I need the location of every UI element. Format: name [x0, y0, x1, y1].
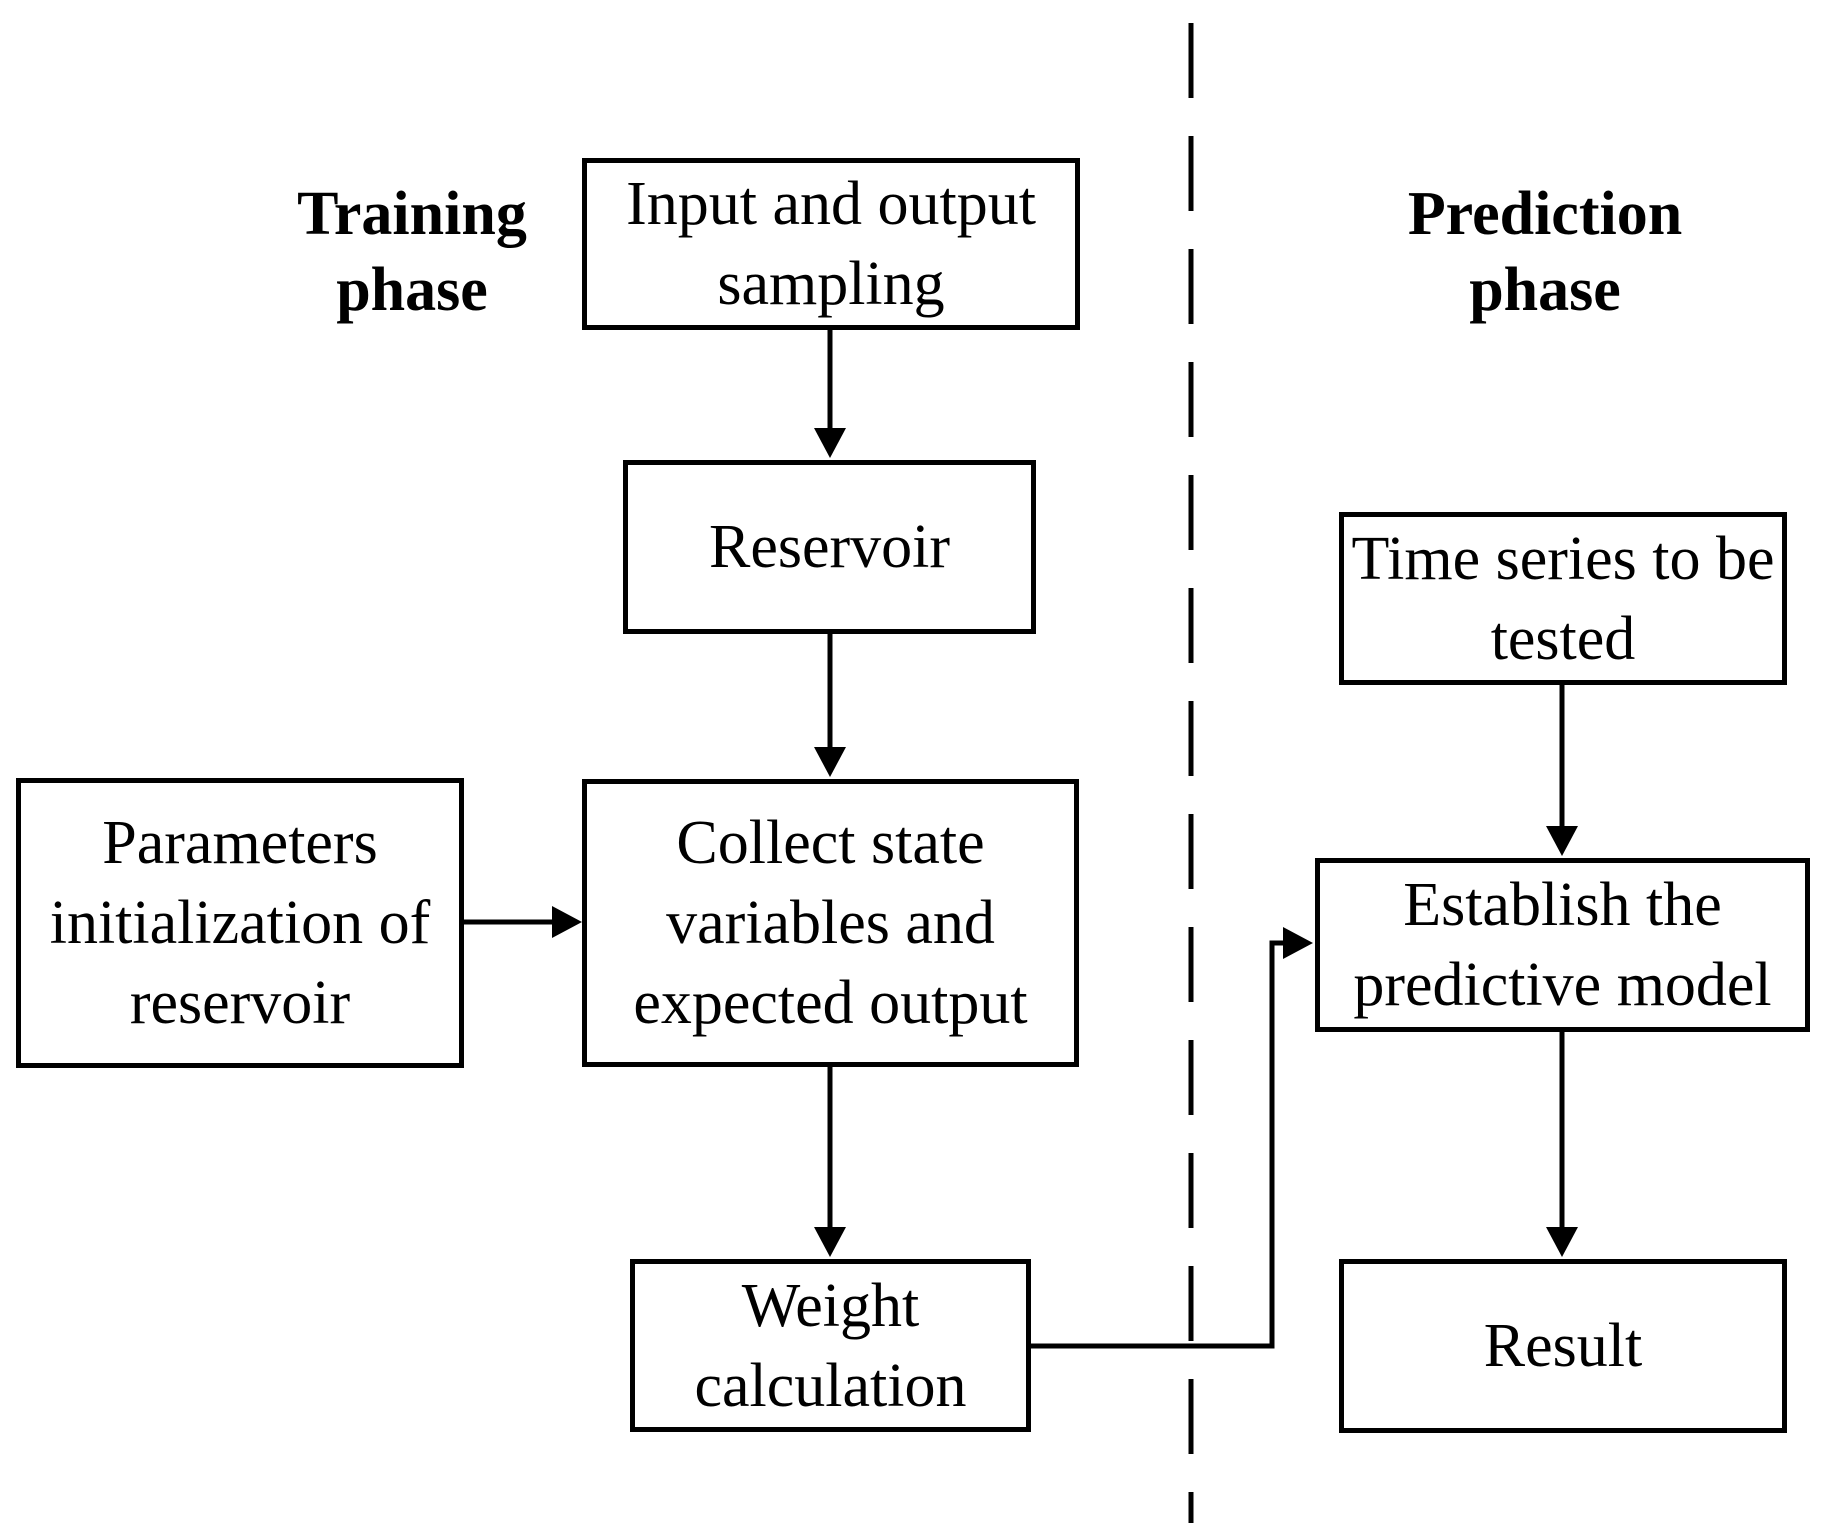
node-label-line: reservoir: [129, 969, 351, 1037]
node-label-line: Time series to be: [1351, 524, 1775, 593]
node-result: Result: [1339, 1259, 1787, 1433]
node-label-line: Parameters: [102, 809, 378, 877]
node-label-line: sampling: [717, 250, 945, 318]
node-reservoir: Reservoir: [623, 460, 1036, 634]
arrowhead-weight-to-establish: [1283, 927, 1313, 959]
node-label-line: Input and output: [626, 170, 1036, 238]
node-label-line: variables and: [666, 889, 995, 957]
node-establish-predictive-model: Establish the predictive model: [1315, 858, 1810, 1032]
node-label-line: Establish the: [1403, 871, 1722, 939]
prediction-phase-label: Prediction phase: [1395, 176, 1695, 328]
node-label-line: Reservoir: [708, 513, 951, 581]
node-label-line: predictive model: [1353, 951, 1772, 1019]
arrowhead-collect-to-weight: [814, 1227, 846, 1257]
node-input-and-output-sampling: Input and output sampling: [582, 158, 1080, 330]
node-parameters-initialization: Parameters initialization of reservoir: [16, 778, 464, 1068]
node-time-series-to-be-tested: Time series to be tested: [1339, 512, 1787, 685]
prediction-phase-line1: Prediction: [1407, 180, 1683, 248]
node-label-line: tested: [1490, 604, 1636, 673]
node-weight-calculation: Weight calculation: [630, 1259, 1031, 1432]
node-label-line: Result: [1483, 1312, 1643, 1380]
node-collect-state-variables: Collect state variables and expected out…: [582, 779, 1079, 1067]
node-label-line: expected output: [633, 969, 1028, 1037]
arrowhead-input-to-reservoir: [814, 428, 846, 458]
node-label-line: calculation: [694, 1351, 967, 1420]
arrowhead-params-to-collect: [552, 906, 582, 938]
arrowhead-reservoir-to-collect: [814, 747, 846, 777]
arrow-weight-to-establish-shaft: [1031, 940, 1284, 1349]
node-label-line: Weight: [741, 1271, 920, 1340]
arrowhead-establish-to-result: [1546, 1227, 1578, 1257]
training-phase-label: Training phase: [262, 176, 562, 328]
prediction-phase-line2: phase: [1469, 256, 1621, 324]
arrowhead-timeseries-to-establish: [1546, 826, 1578, 856]
node-label-line: Collect state: [676, 809, 985, 877]
training-phase-line2: phase: [336, 256, 488, 324]
node-label-line: initialization of: [49, 889, 431, 957]
training-phase-line1: Training: [297, 180, 527, 248]
